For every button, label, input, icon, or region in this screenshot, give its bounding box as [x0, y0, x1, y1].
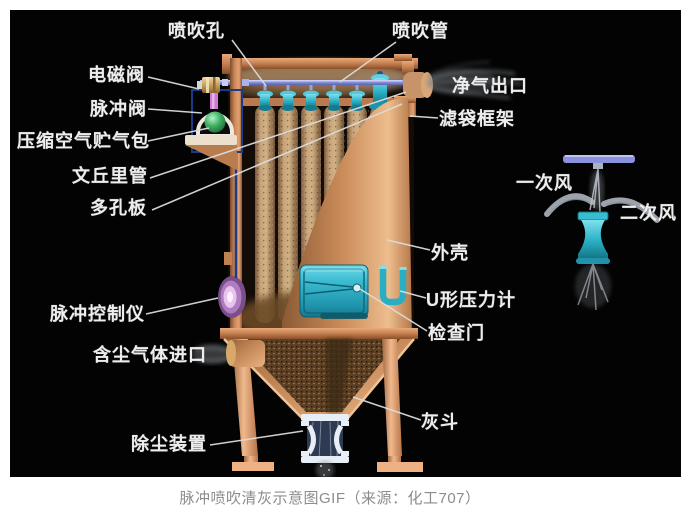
- leader-perforated-plate: [151, 103, 403, 211]
- leader-pulse-valve: [147, 108, 203, 114]
- top-lid: [230, 58, 418, 69]
- leader-dust-discharge: [209, 430, 304, 446]
- falling-dust: [316, 461, 334, 477]
- label-clean-gas-outlet: 净气出口: [452, 76, 528, 96]
- u-pressure-gauge: [379, 266, 407, 306]
- discharge-device: [301, 414, 349, 477]
- leader-solenoid-valve: [147, 76, 200, 90]
- support-legs: [232, 339, 423, 472]
- label-primary-air: 一次风: [516, 173, 573, 193]
- leader-air-reservoir: [147, 127, 210, 142]
- label-bag-cage: 滤袋框架: [439, 109, 515, 129]
- leader-u-gauge: [399, 290, 427, 299]
- blow-pipe: [200, 79, 405, 90]
- solenoid-valve: [197, 77, 220, 93]
- label-secondary-air: 二次风: [620, 203, 677, 223]
- leader-shell: [386, 239, 431, 251]
- inspection-door: [299, 264, 369, 319]
- leader-inspection-door: [359, 288, 428, 332]
- dust-collector-diagram: 喷吹孔 喷吹管 电磁阀 脉冲阀 压缩空气贮气包 文丘里管 多孔板 净气出口 滤袋…: [10, 10, 681, 477]
- venturi-inset: [544, 155, 660, 311]
- outlet-spray: [426, 61, 523, 100]
- pulse-valve: [196, 111, 234, 138]
- tube-sheet: [232, 98, 412, 106]
- label-venturi-tube: 文丘里管: [72, 166, 148, 186]
- inset-outflow-spray: [575, 263, 611, 311]
- hopper: [223, 338, 415, 419]
- secondary-air-wings: [544, 193, 660, 223]
- label-dusty-gas-inlet: 含尘气体进口: [93, 345, 207, 365]
- label-ash-hopper: 灰斗: [421, 412, 459, 432]
- label-shell: 外壳: [431, 243, 469, 263]
- label-dust-discharge: 除尘装置: [131, 434, 207, 454]
- label-blow-hole: 喷吹孔: [168, 21, 225, 41]
- body-flange: [220, 328, 418, 339]
- pulse-controller: [218, 276, 246, 318]
- leader-blow-hole: [231, 39, 267, 87]
- inlet-pipe: [226, 340, 265, 367]
- leader-blow-pipe: [339, 41, 397, 83]
- leader-bag-cage: [409, 115, 439, 119]
- label-perforated-plate: 多孔板: [90, 198, 147, 218]
- leader-lines: [145, 39, 439, 446]
- leader-venturi-tube: [149, 91, 407, 179]
- label-u-pressure-gauge: U形压力计: [426, 290, 516, 310]
- leader-ash-hopper: [352, 396, 422, 421]
- label-solenoid-valve: 电磁阀: [88, 65, 145, 85]
- label-pulse-controller: 脉冲控制仪: [50, 304, 145, 324]
- door-handle: [352, 283, 362, 293]
- label-blow-pipe: 喷吹管: [392, 21, 449, 41]
- image-caption: 脉冲喷吹清灰示意图GIF（来源：化工707）: [179, 490, 481, 507]
- label-air-reservoir: 压缩空气贮气包: [17, 131, 150, 151]
- label-inspection-door: 检查门: [428, 323, 485, 343]
- inset-venturi-tube: [576, 211, 610, 264]
- machine-drawing: [145, 39, 660, 477]
- leader-pulse-controller: [145, 297, 219, 315]
- label-pulse-valve: 脉冲阀: [90, 99, 147, 119]
- venturi-nozzles: [257, 71, 391, 111]
